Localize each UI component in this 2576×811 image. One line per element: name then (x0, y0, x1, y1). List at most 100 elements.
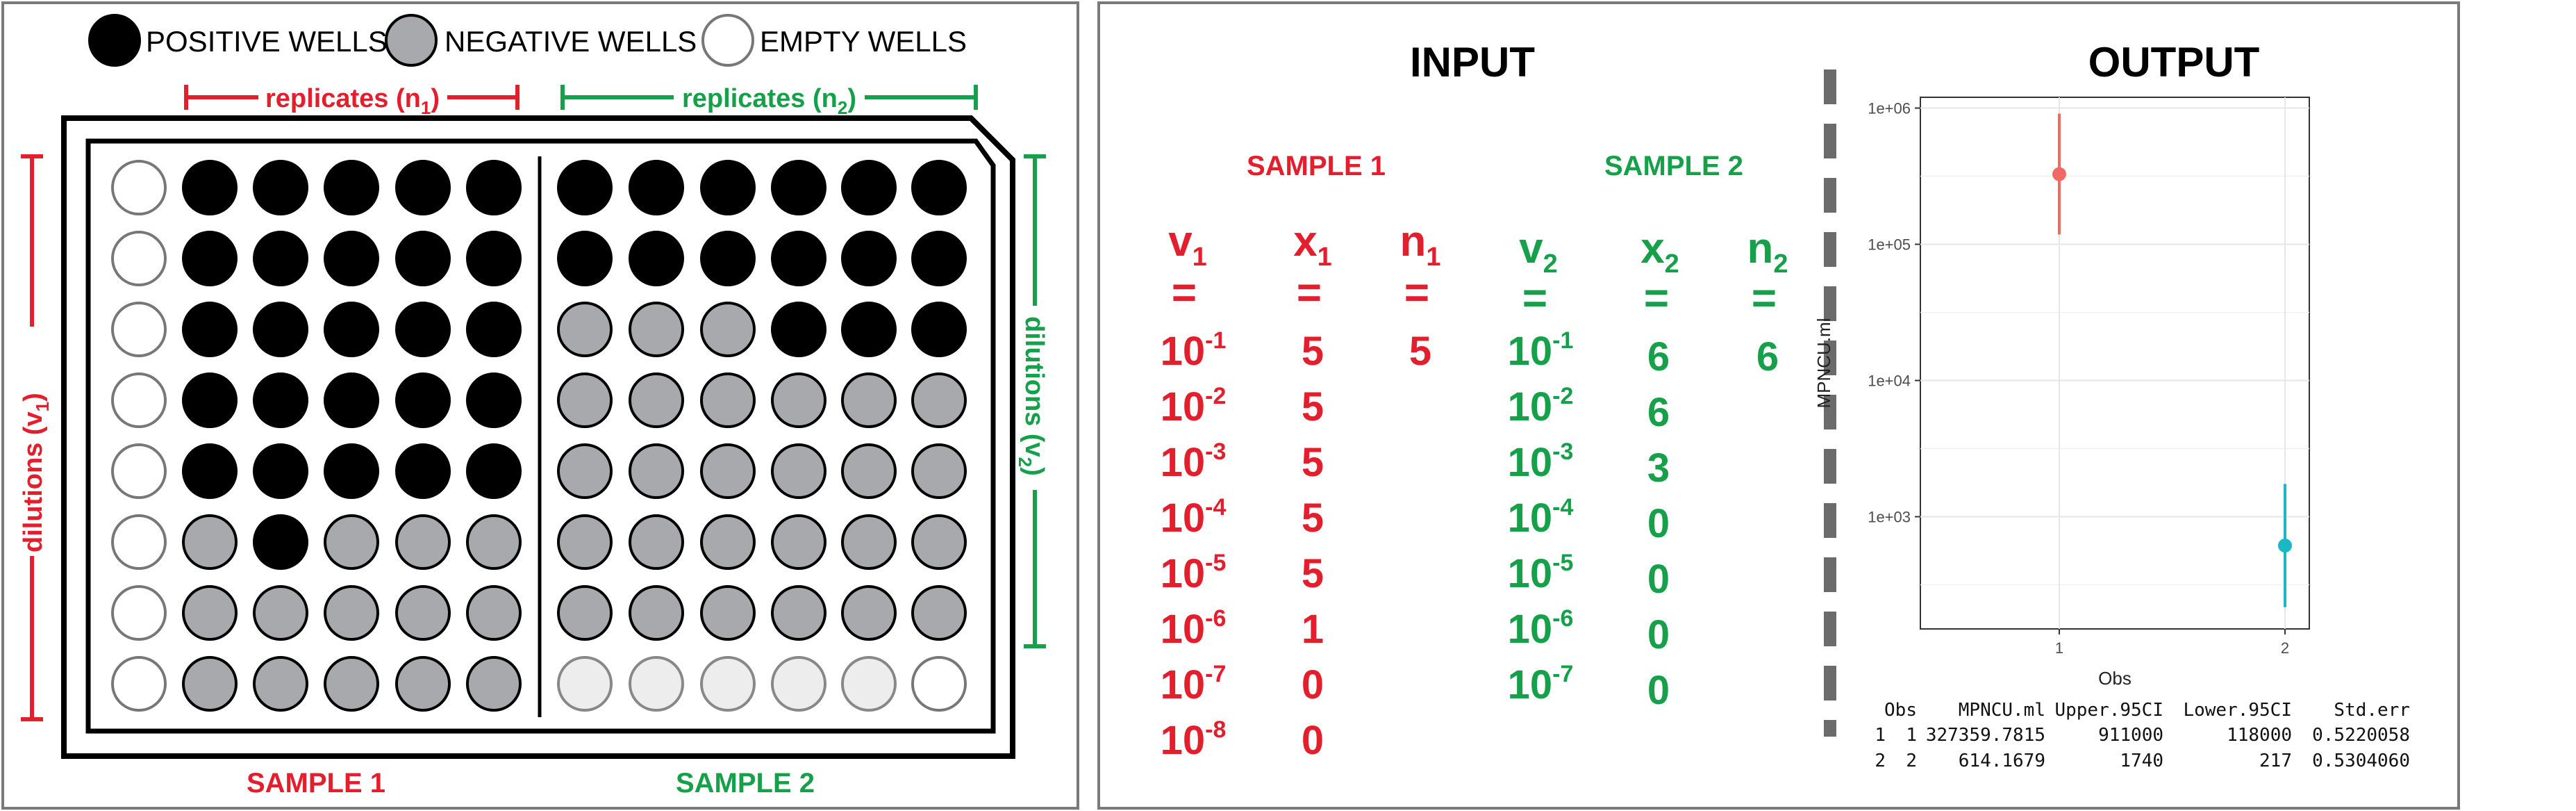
well-pos-r3-c6 (466, 302, 522, 357)
v2-value: 10-5 (1508, 550, 1574, 596)
var-head-v1: v1 (1168, 218, 1207, 272)
well-pos-r4-c5 (395, 372, 451, 428)
well-pos-r2-c5 (395, 231, 451, 286)
table-cell: 1 (1906, 725, 1917, 746)
well-pos-r1-c9 (700, 160, 756, 215)
well-empty-r8-c12 (911, 656, 967, 712)
var-head-x2: x2 (1640, 224, 1679, 279)
table-cell: 614.1679 (1959, 751, 2045, 771)
x-tick-label: 1 (2055, 639, 2063, 657)
well-faint-r8-c9 (700, 656, 756, 712)
v2-value: 10-7 (1508, 661, 1574, 707)
well-neg-r5-c9 (700, 443, 756, 499)
well-pos-r4-c6 (466, 372, 522, 428)
well-neg-r7-c7 (557, 585, 613, 641)
well-neg-r6-c11 (841, 514, 897, 570)
table-cell: 0.5220058 (2312, 725, 2410, 746)
x2-value: 6 (1647, 390, 1670, 435)
well-plate (61, 115, 1015, 759)
well-neg-r7-c6 (466, 585, 522, 641)
well-neg-r6-c6 (466, 514, 522, 570)
well-pos-r1-c10 (771, 160, 826, 215)
replicates-1-bracket: replicates (n1) (184, 84, 520, 118)
x2-value: 0 (1647, 557, 1670, 602)
x2-value: 0 (1647, 612, 1670, 657)
well-neg-r6-c8 (629, 514, 684, 570)
well-pos-r1-c8 (629, 160, 684, 215)
well-neg-r7-c4 (324, 585, 379, 641)
well-neg-r6-c4 (324, 514, 379, 570)
empty-well-icon (701, 14, 754, 67)
sample-2-plate-label: SAMPLE 2 (676, 768, 815, 798)
well-empty-r6-c1 (111, 514, 167, 570)
n2-value: 6 (1756, 334, 1779, 379)
y-tick-label: 1e+06 (1868, 100, 1911, 117)
well-neg-r3-c8 (629, 302, 684, 357)
well-empty-r7-c1 (111, 585, 167, 641)
well-pos-r3-c10 (771, 302, 826, 357)
well-pos-r3-c5 (395, 302, 451, 357)
point-obs-1 (2052, 167, 2066, 181)
v1-value: 10-7 (1161, 661, 1227, 707)
x2-value: 0 (1647, 668, 1670, 713)
well-pos-r3-c12 (911, 302, 967, 357)
well-pos-r5-c2 (182, 443, 238, 499)
well-neg-r8-c3 (253, 656, 308, 712)
well-pos-r2-c3 (253, 231, 308, 286)
legend-positive-label: POSITIVE WELLS (146, 25, 388, 58)
input-sample-1-label: SAMPLE 1 (1247, 151, 1386, 181)
well-neg-r8-c5 (395, 656, 451, 712)
table-header: Upper.95CI (2054, 700, 2163, 721)
well-pos-r2-c10 (771, 231, 826, 286)
legend-negative-label: NEGATIVE WELLS (444, 25, 697, 58)
dilutions-2-bracket: dilutions (v2) (1015, 154, 1049, 648)
equals-sign: = (1297, 269, 1322, 317)
equals-sign: = (1522, 275, 1547, 322)
v1-value: 10-8 (1161, 716, 1227, 763)
x2-value: 3 (1647, 445, 1670, 491)
v1-value: 10-6 (1161, 605, 1227, 652)
table-cell: 1740 (2120, 751, 2163, 771)
well-pos-r5-c5 (395, 443, 451, 499)
table-cell: 911000 (2098, 725, 2163, 746)
well-neg-r6-c7 (557, 514, 613, 570)
v2-value: 10-4 (1508, 494, 1574, 541)
well-neg-r7-c12 (911, 585, 967, 641)
legend: POSITIVE WELLS NEGATIVE WELLS EMPTY WELL… (88, 14, 967, 67)
x1-value: 0 (1302, 718, 1324, 763)
well-pos-r1-c4 (324, 160, 379, 215)
well-neg-r4-c12 (911, 372, 967, 428)
equals-sign: = (1644, 275, 1669, 322)
x-axis-label: Obs (2098, 668, 2132, 689)
well-neg-r7-c11 (841, 585, 897, 641)
well-pos-r2-c7 (557, 231, 613, 286)
dilutions-1-bracket: dilutions (v1) (19, 154, 53, 721)
well-neg-r6-c9 (700, 514, 756, 570)
y-tick-label: 1e+04 (1868, 372, 1911, 390)
well-pos-r4-c2 (182, 372, 238, 428)
well-pos-r3-c4 (324, 302, 379, 357)
v1-value: 10-2 (1161, 383, 1227, 429)
well-neg-r7-c9 (700, 585, 756, 641)
equals-sign: = (1172, 269, 1197, 317)
table-cell: 2 (1906, 751, 1917, 771)
well-pos-r2-c4 (324, 231, 379, 286)
input-variables: v1=x1=n1=v2=x2=n2=10-110-210-310-410-510… (1161, 218, 1788, 763)
well-empty-r3-c1 (111, 302, 167, 357)
well-neg-r5-c8 (629, 443, 684, 499)
well-neg-r4-c9 (700, 372, 756, 428)
well-neg-r3-c9 (700, 302, 756, 357)
replicates-1-label: replicates (n1) (265, 84, 440, 118)
well-neg-r5-c12 (911, 443, 967, 499)
var-head-x1: x1 (1293, 218, 1332, 272)
well-neg-r8-c6 (466, 656, 522, 712)
x1-value: 5 (1302, 495, 1324, 541)
well-pos-r1-c6 (466, 160, 522, 215)
well-neg-r6-c12 (911, 514, 967, 570)
dilutions-1-label: dilutions (v1) (19, 393, 53, 552)
well-pos-r4-c3 (253, 372, 308, 428)
x1-value: 1 (1302, 607, 1324, 652)
table-cell: 217 (2259, 751, 2292, 771)
